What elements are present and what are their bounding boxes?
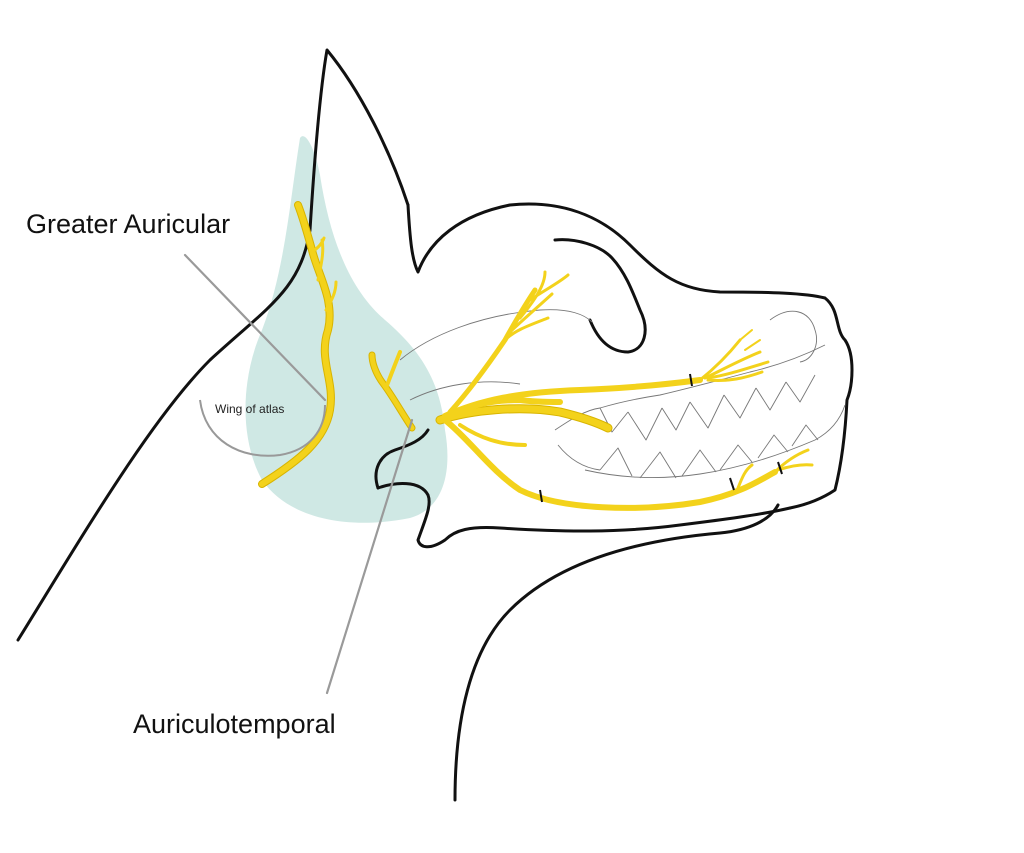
auriculotemporal-label: Auriculotemporal — [133, 709, 336, 739]
auriculotemporal-needle — [325, 418, 414, 695]
wing-of-atlas-shape — [199, 399, 326, 457]
lower-jaw-outline — [376, 482, 792, 549]
greater-auricular-needle — [183, 253, 327, 402]
greater-auricular-nerve — [258, 201, 338, 488]
ear-and-neck-outline — [16, 48, 410, 642]
skull-and-muzzle-outline — [406, 202, 854, 510]
lower-teeth — [557, 404, 846, 479]
nerve-markers — [539, 373, 783, 503]
upper-teeth — [554, 310, 826, 441]
auriculotemporal-nerve — [368, 350, 416, 432]
ear-canal-notch — [374, 428, 430, 490]
wing-of-atlas-label: Wing of atlas — [215, 402, 284, 416]
cheek-arch-line — [409, 381, 521, 401]
greater-auricular-label: Greater Auricular — [26, 209, 230, 239]
throat-and-neck-outline — [453, 503, 780, 802]
block-area-shading — [245, 136, 448, 523]
forehead-fold — [553, 238, 647, 354]
facial-nerve-branches — [435, 270, 814, 511]
